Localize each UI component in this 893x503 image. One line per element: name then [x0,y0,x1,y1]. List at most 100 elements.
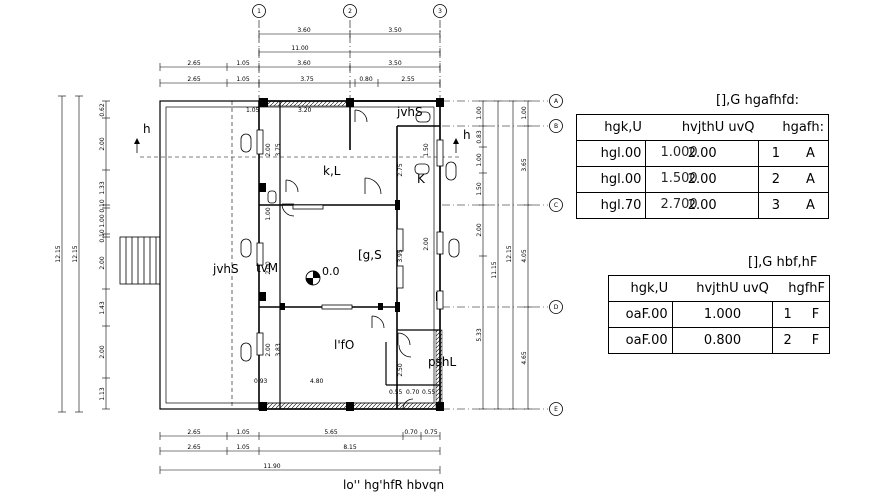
table-row: hgk,U hvjthU uvQ hgfhF [608,275,830,302]
dim-value: 3.60 [297,27,311,34]
dim-value: 3.50 [388,60,402,67]
svg-text:0.93: 0.93 [254,378,268,385]
table-cell: 1.000 [671,301,774,328]
grid-bubble-label: 3 [438,8,442,15]
section-mark-label: h [463,128,471,142]
table-header: hgfhF [772,275,830,302]
section-mark-label: h [143,122,151,136]
table-row: hgk,U hvjthU uvQ hgafh: [575,114,829,141]
room-label-k: K [417,172,426,186]
table-cell: A [792,192,829,219]
grid-bubble [549,94,563,108]
table-cell-value: 2.00 [687,198,717,213]
table-row: oaF.00 0.800 2 F [608,327,830,354]
doors [281,109,414,410]
dim-value: 2.55 [401,76,415,83]
table-cell: 1 [772,301,802,328]
table-cell: oaF.00 [608,301,673,328]
svg-text:0.55: 0.55 [422,389,436,396]
svg-text:1.50: 1.50 [423,143,430,157]
dimension-text-right: 1.00 0.83 1.00 1.50 2.00 5.33 12.15 11.1… [476,106,528,365]
room-label-top-right: jvhS [396,105,423,119]
svg-text:3.83: 3.83 [275,343,282,357]
fixtures [240,111,460,362]
dim-value: 1.05 [236,444,250,451]
room-label-tv: tvM [256,261,278,275]
dim-value: 0.70 [404,429,418,436]
dim-value: 2.65 [187,76,201,83]
door-table-title: [],G hgafhfd: [716,93,799,108]
dim-value: 0.83 [476,130,483,144]
dim-value: 5.65 [324,429,338,436]
svg-text:2.75: 2.75 [397,163,404,177]
dim-value: 1.00 [476,106,483,120]
dim-value: 1.50 [476,182,483,196]
dimension-text-bottom: 2.65 1.05 5.65 0.70 0.75 2.65 1.05 8.15 … [187,429,438,470]
svg-text:2.50: 2.50 [397,363,404,377]
dim-value: 2.65 [187,429,201,436]
svg-text:2.00: 2.00 [265,143,272,157]
svg-text:3.75: 3.75 [275,143,282,157]
svg-text:0.70: 0.70 [406,389,420,396]
level-value: 0.0 [322,265,340,278]
svg-text:0.55: 0.55 [389,389,403,396]
table-cell: 2 [758,166,793,193]
grid-bubble [343,4,357,18]
table-header: hgk,U [608,275,673,302]
grid-bubble-label: B [554,123,558,130]
dim-value: 1.43 [99,301,106,315]
table-cell: F [801,301,830,328]
svg-text:1.00: 1.00 [265,207,272,221]
dim-value: 1.00 [476,153,483,167]
grid-bubble-label: C [554,202,558,209]
inner-dims: 1.05 3.20 4.80 0.93 0.55 0.70 0.55 2.00 … [246,107,436,396]
dim-value: 12.15 [55,245,62,262]
table-cell: A [792,140,829,167]
dimension-lines-right [479,100,532,410]
windows [256,129,444,356]
table-cell: 3 [758,192,793,219]
table-cell-overlay: 1.500 [660,171,698,186]
grid-bubble [252,4,266,18]
dimension-text-top: 3.60 3.50 11.00 2.65 1.05 3.60 3.50 2.65… [187,27,415,83]
dim-value: 11.90 [263,463,280,470]
dim-value: 1.05 [236,60,250,67]
dim-value: 3.65 [521,158,528,172]
dim-value: 2.00 [476,223,483,237]
dim-value: 0.75 [424,429,438,436]
dim-value: 1.00 [521,106,528,120]
svg-text:2.00: 2.00 [423,237,430,251]
staircase [119,236,161,285]
grid-bubbles-right: A B C D E [549,94,563,416]
table-header: hgafh: [758,114,829,141]
table-cell: hgl.70 [575,192,647,219]
table-cell-value: 2.00 [687,146,717,161]
svg-text:4.80: 4.80 [310,378,324,385]
dim-value: 1.13 [99,387,106,401]
table-cell: 2 [772,327,802,354]
dim-value: 3.50 [388,27,402,34]
table-header: hvjthU uvQ [645,114,759,141]
dim-value: 2.00 [99,256,106,270]
dim-value: 12.15 [72,245,79,262]
table-header: hvjthU uvQ [672,275,773,302]
room-label-store: pshL [428,355,456,369]
room-label-kitchen: k,L [323,164,341,178]
dim-value: 8.15 [343,444,357,451]
table-cell: hgl.00 [575,166,647,193]
columns [259,98,444,411]
hidden-lines [140,101,460,409]
grid-bubble [549,402,563,416]
window-schedule-table: hgk,U hvjthU uvQ hgfhF oaF.00 1.000 1 F … [608,275,830,354]
grid-bubble [549,300,563,314]
grid-bubble [433,4,447,18]
table-header: hgk,U [575,114,646,141]
dim-value: 0.10 [99,199,106,213]
dim-value: 5.33 [476,328,483,342]
room-labels: jvhS k,L K [g,S jvhS tvM l'fO pshL [212,105,456,369]
